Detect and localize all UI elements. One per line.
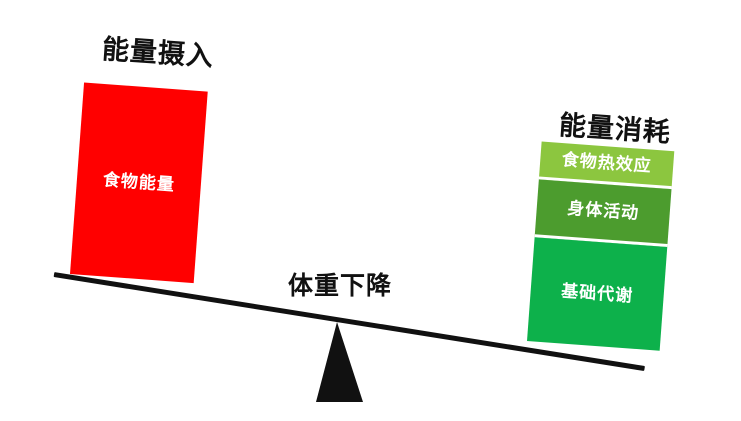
expenditure-segment-label: 食物热效应: [561, 150, 653, 177]
expenditure-segment-label: 身体活动: [566, 198, 640, 224]
expenditure-segment-physical-activity: 身体活动: [534, 179, 672, 248]
outcome-label: 体重下降: [288, 271, 393, 300]
intake-segment-label: 食物能量: [102, 169, 176, 195]
fulcrum-triangle-icon: [316, 322, 363, 402]
intake-bar: 食物能量: [70, 82, 208, 284]
expenditure-bar: 食物热效应 身体活动 基础代谢: [527, 141, 675, 351]
expenditure-segment-basal-metabolism: 基础代谢: [527, 237, 668, 351]
intake-title: 能量摄入: [100, 34, 215, 73]
expenditure-segment-label: 基础代谢: [560, 280, 634, 307]
expenditure-title: 能量消耗: [557, 110, 672, 149]
intake-segment-food-energy: 食物能量: [70, 82, 208, 284]
